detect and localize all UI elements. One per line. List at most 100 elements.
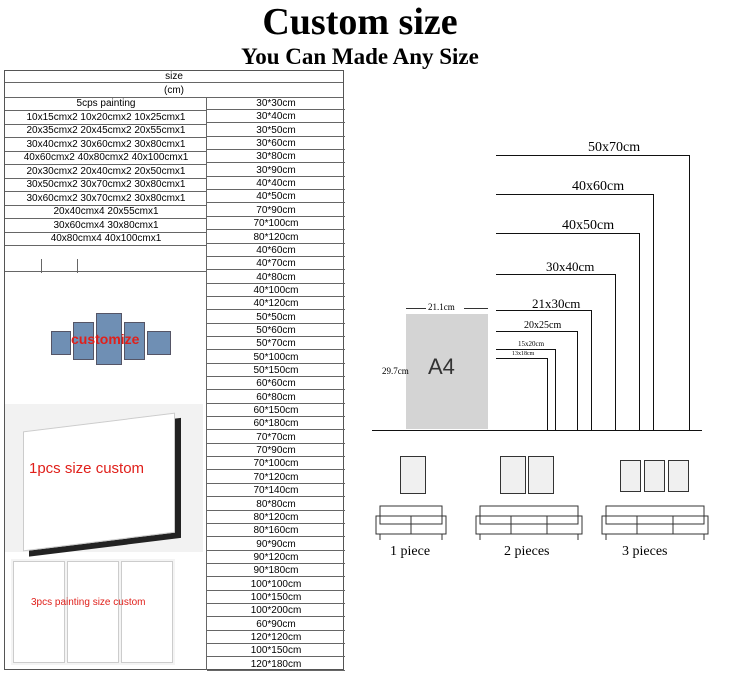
table-divider xyxy=(5,271,207,272)
table-row-right: 120*120cm xyxy=(207,632,345,644)
table-row-right: 30*90cm xyxy=(207,165,345,177)
canvas-frame xyxy=(23,412,175,552)
table-row-right: 50*150cm xyxy=(207,365,345,377)
frame-label: 13x18cm xyxy=(512,351,535,357)
table-row-left: 20x40cmx4 20x55cmx1 xyxy=(5,206,207,219)
table-row-right: 40*40cm xyxy=(207,178,345,191)
frame-icon xyxy=(500,456,526,494)
table-row-right: 40*60cm xyxy=(207,245,345,257)
panel xyxy=(121,561,173,663)
table-row-left: 40x80cmx4 40x100cmx1 xyxy=(5,233,207,246)
table-row-right: 80*120cm xyxy=(207,512,345,524)
frame-label: 40x60cm xyxy=(572,179,625,194)
a4-height-label: 29.7cm xyxy=(382,366,409,376)
frame-icon xyxy=(528,456,554,494)
table-row-right: 100*150cm xyxy=(207,645,345,658)
table-row-right: 60*80cm xyxy=(207,392,345,404)
panel xyxy=(124,322,145,360)
table-row-right: 60*60cm xyxy=(207,378,345,391)
table-row-right: 100*200cm xyxy=(207,605,345,618)
table-row-right: 30*60cm xyxy=(207,138,345,151)
table-row-right: 40*120cm xyxy=(207,298,345,311)
frame-label: 30x40cm xyxy=(546,259,595,274)
table-row-right: 90*180cm xyxy=(207,565,345,578)
table-row-right: 70*90cm xyxy=(207,205,345,217)
table-divider xyxy=(77,259,78,273)
frame-13x18 xyxy=(496,358,548,431)
table-divider xyxy=(206,98,207,670)
table-row-left: 30x40cmx2 30x60cmx2 30x80cmx1 xyxy=(5,139,207,152)
frame-50x70 xyxy=(496,155,690,431)
table-head-size: size xyxy=(5,71,343,83)
table-row-right: 80*120cm xyxy=(207,232,345,244)
table-row-right: 60*90cm xyxy=(207,619,345,631)
page-title: Custom size xyxy=(262,1,458,43)
frame-40x60 xyxy=(496,194,654,431)
one-panel-sample: 1pcs size custom xyxy=(5,404,203,552)
table-row-right: 70*120cm xyxy=(207,472,345,484)
three-pieces-label: 3 pieces xyxy=(622,544,668,559)
table-row-right: 40*50cm xyxy=(207,191,345,204)
panel xyxy=(73,322,94,360)
table-row-left: 10x15cmx2 10x20cmx2 10x25cmx1 xyxy=(5,112,207,125)
panel xyxy=(67,561,119,663)
frame-icon xyxy=(620,460,641,492)
one-panel-label: 1pcs size custom xyxy=(29,460,145,477)
table-row-right: 70*90cm xyxy=(207,445,345,458)
table-row-right: 80*80cm xyxy=(207,499,345,511)
one-piece-label: 1 piece xyxy=(390,544,431,559)
five-panel-label: customize xyxy=(71,331,140,347)
table-row-left: 5cps painting xyxy=(5,98,207,111)
frame-icon xyxy=(400,456,426,494)
frame-15x20 xyxy=(496,349,556,431)
frame-label: 15x20cm xyxy=(518,340,545,348)
frame-30x40 xyxy=(496,274,616,431)
dimension-line xyxy=(464,308,488,309)
three-panel-label: 3pcs painting size custom xyxy=(31,597,146,608)
table-row-left: 30x50cmx2 30x70cmx2 30x80cmx1 xyxy=(5,179,207,192)
table-row-right: 100*150cm xyxy=(207,592,345,604)
sofa-icon xyxy=(601,505,709,540)
a4-sheet xyxy=(406,314,488,429)
frame-40x50 xyxy=(496,233,640,431)
table-row-right: 50*70cm xyxy=(207,338,345,351)
frame-label: 20x25cm xyxy=(524,320,562,331)
table-row-left: 30x60cmx2 30x70cmx2 30x80cmx1 xyxy=(5,193,207,206)
table-divider xyxy=(41,259,42,273)
table-row-right: 40*100cm xyxy=(207,285,345,297)
frame-icon xyxy=(644,460,665,492)
frame-20x25 xyxy=(496,331,578,431)
table-row-right: 90*90cm xyxy=(207,539,345,551)
table-row-right: 70*140cm xyxy=(207,485,345,498)
table-row-right: 50*50cm xyxy=(207,312,345,324)
table-row-right: 80*160cm xyxy=(207,525,345,538)
frame-label: 50x70cm xyxy=(588,140,641,155)
table-row-right: 40*70cm xyxy=(207,258,345,271)
two-pieces-label: 2 pieces xyxy=(504,544,550,559)
dimension-line xyxy=(406,308,426,309)
sofa-icon xyxy=(475,505,583,540)
table-row-right: 70*70cm xyxy=(207,432,345,444)
frame-21x30 xyxy=(496,310,592,431)
table-row-right: 70*100cm xyxy=(207,218,345,231)
a4-width-label: 21.1cm xyxy=(428,302,455,312)
table-row-right: 60*150cm xyxy=(207,405,345,418)
frame-icon xyxy=(668,460,689,492)
sofa-icon xyxy=(375,505,447,540)
table-row-right: 30*50cm xyxy=(207,125,345,137)
page-subtitle: You Can Made Any Size xyxy=(241,44,479,69)
pieces-illustration: 1 piece 2 pieces 3 pieces xyxy=(370,450,730,570)
table-row-right: 40*80cm xyxy=(207,272,345,284)
table-row-left: 40x60cmx2 40x80cmx2 40x100cmx1 xyxy=(5,152,207,165)
size-chart: 50x70cm 40x60cm 40x50cm 30x40cm 21x30cm … xyxy=(372,130,702,431)
panel xyxy=(147,331,171,355)
table-row-right: 90*120cm xyxy=(207,552,345,564)
table-row-right: 100*100cm xyxy=(207,579,345,591)
frame-label: 21x30cm xyxy=(532,296,581,311)
panel xyxy=(96,313,122,365)
table-row-right: 30*40cm xyxy=(207,111,345,124)
table-head-unit: (cm) xyxy=(5,83,343,98)
table-row-right: 120*180cm xyxy=(207,659,345,671)
table-row-right: 70*100cm xyxy=(207,458,345,471)
